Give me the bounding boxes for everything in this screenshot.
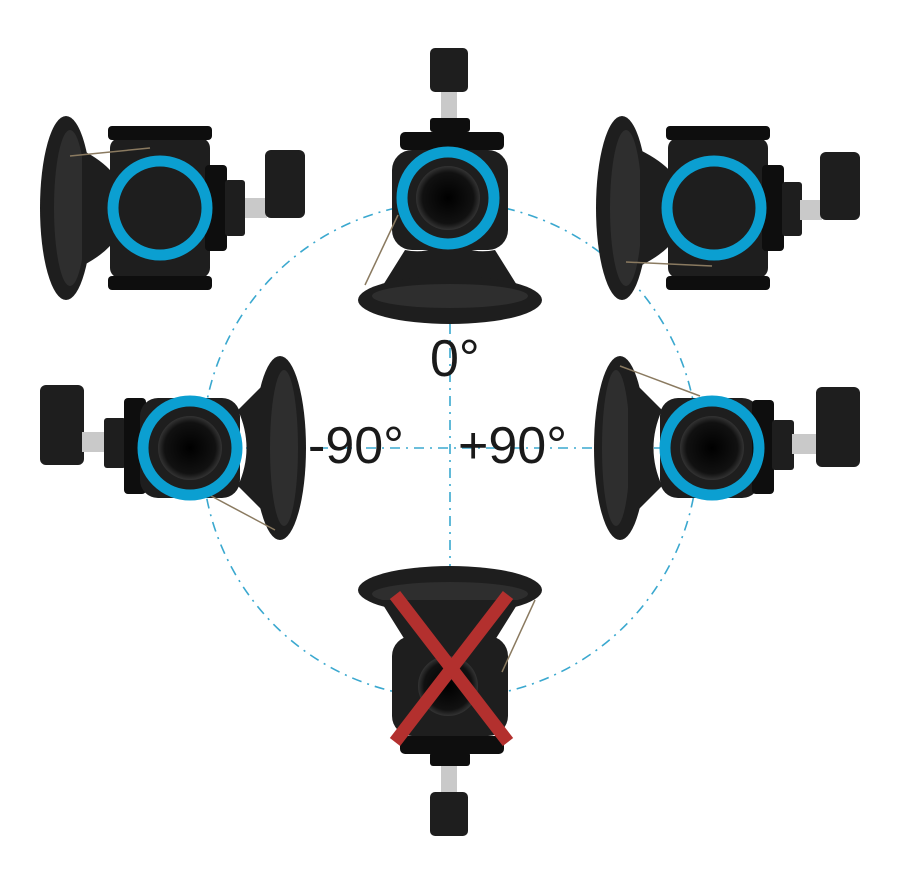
valve-bottom [358,566,542,836]
orientation-ring-ok [107,155,213,261]
angle-label-0: 0° [430,330,480,388]
orientation-ring-ok [659,395,765,501]
orientation-ring-ok [396,146,500,250]
actuator [430,48,468,92]
valve-left [40,356,306,540]
valve-top-left [40,116,305,300]
actuator [265,150,305,218]
angle-label-minus-90: -90° [308,417,404,475]
spindle [245,198,267,218]
actuator [430,792,468,836]
spindle [82,432,106,452]
pipe-bore [158,416,222,480]
angle-label-plus-90: +90° [458,417,568,475]
actuator [40,385,84,465]
spindle [792,434,816,454]
valve-top [358,48,542,324]
actuator [820,152,860,220]
not-allowed-cross [389,591,514,746]
valve-body [380,240,520,290]
orientation-ring-ok [137,395,243,501]
orientation-ring-ok [661,155,767,261]
spindle [800,200,822,220]
actuator [816,387,860,467]
pipe-bore [416,166,480,230]
pipe-bore [680,416,744,480]
valve-top-right [596,116,860,300]
spindle [441,92,457,120]
valve-right [594,356,860,540]
spindle [441,766,457,794]
